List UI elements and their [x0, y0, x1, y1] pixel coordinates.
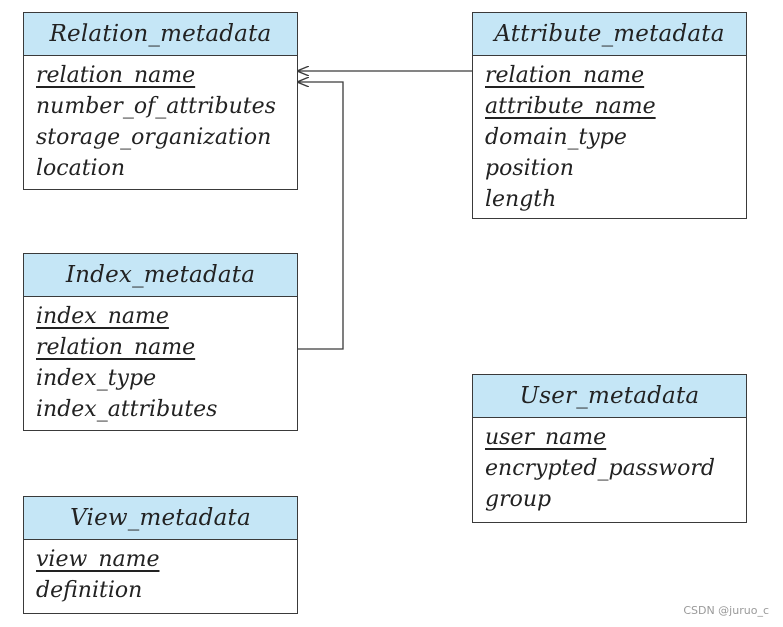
entity-view-metadata: View_metadata view_name definition	[23, 496, 298, 614]
attribute: storage_organization	[36, 125, 272, 150]
watermark: CSDN @juruo_c	[683, 604, 769, 617]
attribute: length	[485, 187, 557, 212]
attribute: location	[36, 156, 126, 181]
entity-index-metadata: Index_metadata index_name relation_name …	[23, 253, 298, 431]
key-attribute: view_name	[36, 547, 160, 572]
entity-user-metadata: User_metadata user_name encrypted_passwo…	[472, 374, 747, 523]
entity-attribute-metadata: Attribute_metadata relation_name attribu…	[472, 12, 747, 219]
attribute: encrypted_password	[485, 456, 715, 481]
attribute: group	[485, 487, 552, 512]
attribute: index_type	[36, 366, 157, 391]
attribute-list: view_name definition	[24, 540, 297, 606]
attribute-list: relation_name attribute_name domain_type…	[473, 56, 746, 215]
attribute-list: user_name encrypted_password group	[473, 418, 746, 515]
entity-title: Attribute_metadata	[473, 13, 746, 56]
attribute-list: relation_name number_of_attributes stora…	[24, 56, 297, 184]
attribute: index_attributes	[36, 397, 218, 422]
entity-relation-metadata: Relation_metadata relation_name number_o…	[23, 12, 298, 190]
key-attribute: attribute_name	[485, 94, 656, 119]
key-attribute: relation_name	[36, 335, 196, 360]
key-attribute: relation_name	[36, 63, 196, 88]
entity-title: View_metadata	[24, 497, 297, 540]
entity-title: User_metadata	[473, 375, 746, 418]
entity-title: Index_metadata	[24, 254, 297, 297]
key-attribute: index_name	[36, 304, 169, 329]
attribute: definition	[36, 578, 143, 603]
key-attribute: user_name	[485, 425, 607, 450]
attribute: number_of_attributes	[36, 94, 276, 119]
connector-index-to-relation	[298, 82, 344, 350]
attribute: position	[485, 156, 574, 181]
key-attribute: relation_name	[485, 63, 645, 88]
attribute-list: index_name relation_name index_type inde…	[24, 297, 297, 425]
entity-title: Relation_metadata	[24, 13, 297, 56]
attribute: domain_type	[485, 125, 627, 150]
